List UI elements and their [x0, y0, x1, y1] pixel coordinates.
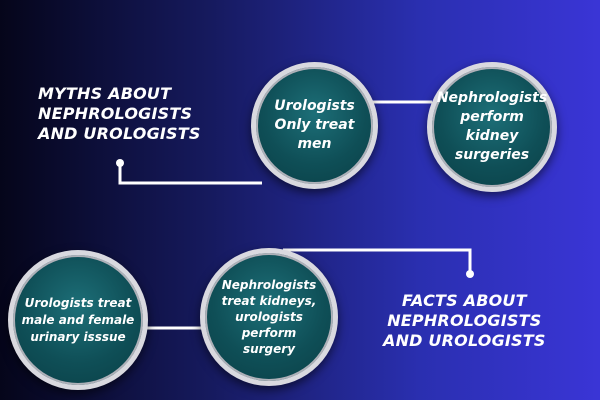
facts-heading-connector [283, 248, 472, 272]
facts-heading: FACTS ABOUT NEPHROLOGISTS AND UROLOGISTS [383, 291, 546, 350]
myths-connector-dot [116, 159, 124, 167]
myths-heading-connector [118, 165, 262, 185]
myth-bubble-text: Nephrologists perform kidney surgeries [436, 90, 548, 163]
myth-bubble-nephrologists-surgery: Nephrologists perform kidney surgeries [427, 62, 557, 192]
fact-bubble-urologists-treat: Urologists treat male and female urinary… [8, 250, 148, 390]
myths-heading: MYTHS ABOUT NEPHROLOGISTS AND UROLOGISTS [38, 84, 201, 143]
fact-bubble-text: Nephrologists treat kidneys, urologists … [221, 278, 317, 356]
fact-bubble-text: Urologists treat male and female urinary… [21, 295, 135, 344]
myth-bubble-text: Urologists Only treat men [274, 98, 355, 152]
fact-bubble-nephrologists-treat: Nephrologists treat kidneys, urologists … [200, 248, 338, 386]
facts-connector-dot [466, 270, 474, 278]
myth-bubble-urologists-men: Urologists Only treat men [251, 62, 378, 189]
